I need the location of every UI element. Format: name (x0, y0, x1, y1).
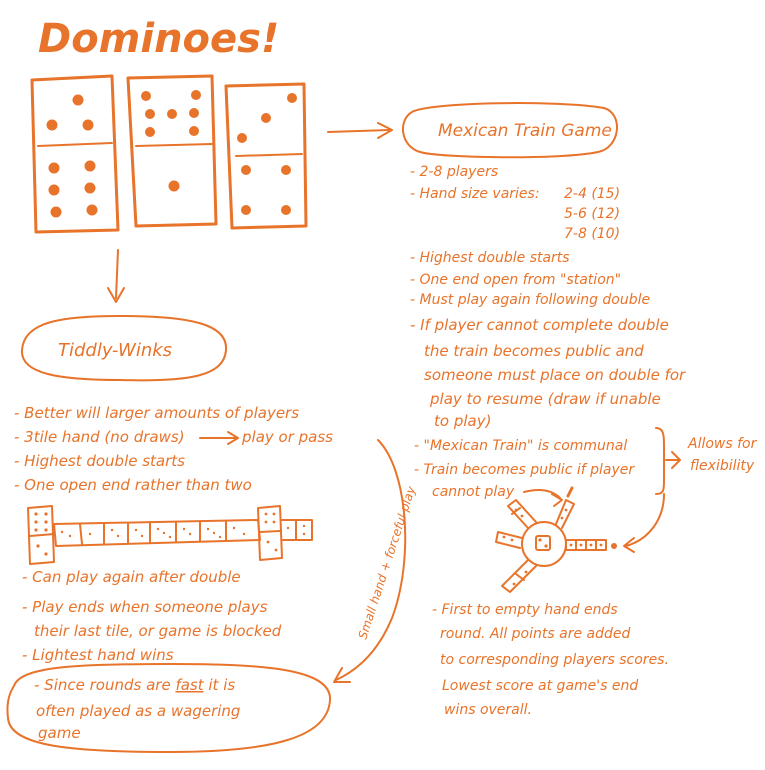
wager-line-2: often played as a wagering (36, 702, 240, 720)
mexican-train-bubble (402, 102, 618, 159)
train-station-diagram (495, 486, 617, 593)
rule-line: - Train becomes public if player (414, 462, 635, 478)
rule-line: - One end open from "station" (410, 272, 621, 288)
rule-line: - Lightest hand wins (22, 646, 174, 664)
rule-line: - One open end rather than two (14, 476, 252, 494)
arrow-bracket-to-station (623, 493, 665, 553)
page-title: Dominoes! (38, 16, 279, 62)
hand-size-label: - Hand size varies: (410, 186, 540, 202)
play-or-pass-note: play or pass (241, 428, 333, 446)
arrow-to-play-or-pass (199, 431, 239, 445)
small-hand-note: Small hand + forceful play (356, 484, 419, 641)
domino-tile-3 (224, 82, 308, 230)
rule-line: someone must place on double for (424, 366, 686, 384)
scoring-line: - First to empty hand ends (432, 602, 618, 618)
scoring-line: to corresponding players scores. (440, 652, 669, 668)
wager-emphasis: fast (175, 676, 204, 694)
hand-size-value: 2-4 (15) (564, 186, 620, 202)
tiddly-winks-rules: - Better will larger amounts of players … (14, 404, 299, 494)
rule-line: - If player cannot complete double (410, 316, 669, 334)
flexibility-bracket (655, 427, 681, 495)
tiddly-winks-rules-lower: - Can play again after double - Play end… (22, 568, 282, 664)
tiddly-winks-heading: Tiddly-Winks (58, 340, 172, 361)
rule-line: - "Mexican Train" is communal (414, 438, 627, 454)
wager-line-3: game (38, 724, 81, 742)
flexibility-note-line: Allows for (687, 436, 758, 452)
wager-bubble (6, 663, 332, 753)
arrow-to-train-station (523, 489, 563, 507)
rule-line: - Highest double starts (410, 250, 570, 266)
rule-line: - Must play again following double (410, 292, 650, 308)
wager-pre: - Since rounds are (34, 676, 175, 694)
players-line: - 2-8 players (410, 164, 498, 180)
rule-line: - 3tile hand (no draws) (14, 428, 185, 446)
mexican-train-heading: Mexican Train Game (438, 121, 612, 141)
arrow-to-mexican-train (327, 122, 393, 139)
rule-line: cannot play (432, 484, 515, 500)
rule-line: - Play ends when someone plays (22, 598, 268, 616)
rule-line: their last tile, or game is blocked (34, 622, 282, 640)
curved-arrow-to-wager (333, 439, 407, 683)
wager-post: it is (204, 676, 236, 694)
scoring-notes: - First to empty hand ends round. All po… (432, 602, 669, 718)
domino-tile-2 (126, 74, 218, 228)
wager-line-1: - Since rounds are fast it is (34, 676, 235, 694)
scoring-line: Lowest score at game's end (442, 678, 638, 694)
rule-line: - Better will larger amounts of players (14, 404, 299, 422)
scoring-line: round. All points are added (440, 626, 630, 642)
rule-line: play to resume (draw if unable (429, 390, 661, 408)
domino-tile-1 (30, 74, 120, 234)
rule-line: to play) (434, 412, 491, 430)
domino-line-sketch (27, 505, 313, 565)
hand-size-value: 7-8 (10) (564, 226, 620, 242)
rule-line: the train becomes public and (424, 342, 644, 360)
mexican-train-facts: - 2-8 players - Hand size varies: 2-4 (1… (410, 164, 686, 500)
rule-line: - Can play again after double (22, 568, 241, 586)
scoring-line: wins overall. (444, 702, 532, 718)
flexibility-note-line: flexibility (690, 458, 755, 474)
hand-size-value: 5-6 (12) (564, 206, 620, 222)
rule-line: - Highest double starts (14, 452, 185, 470)
arrow-to-tiddly-winks (107, 249, 125, 303)
tiddly-winks-bubble (20, 315, 228, 382)
